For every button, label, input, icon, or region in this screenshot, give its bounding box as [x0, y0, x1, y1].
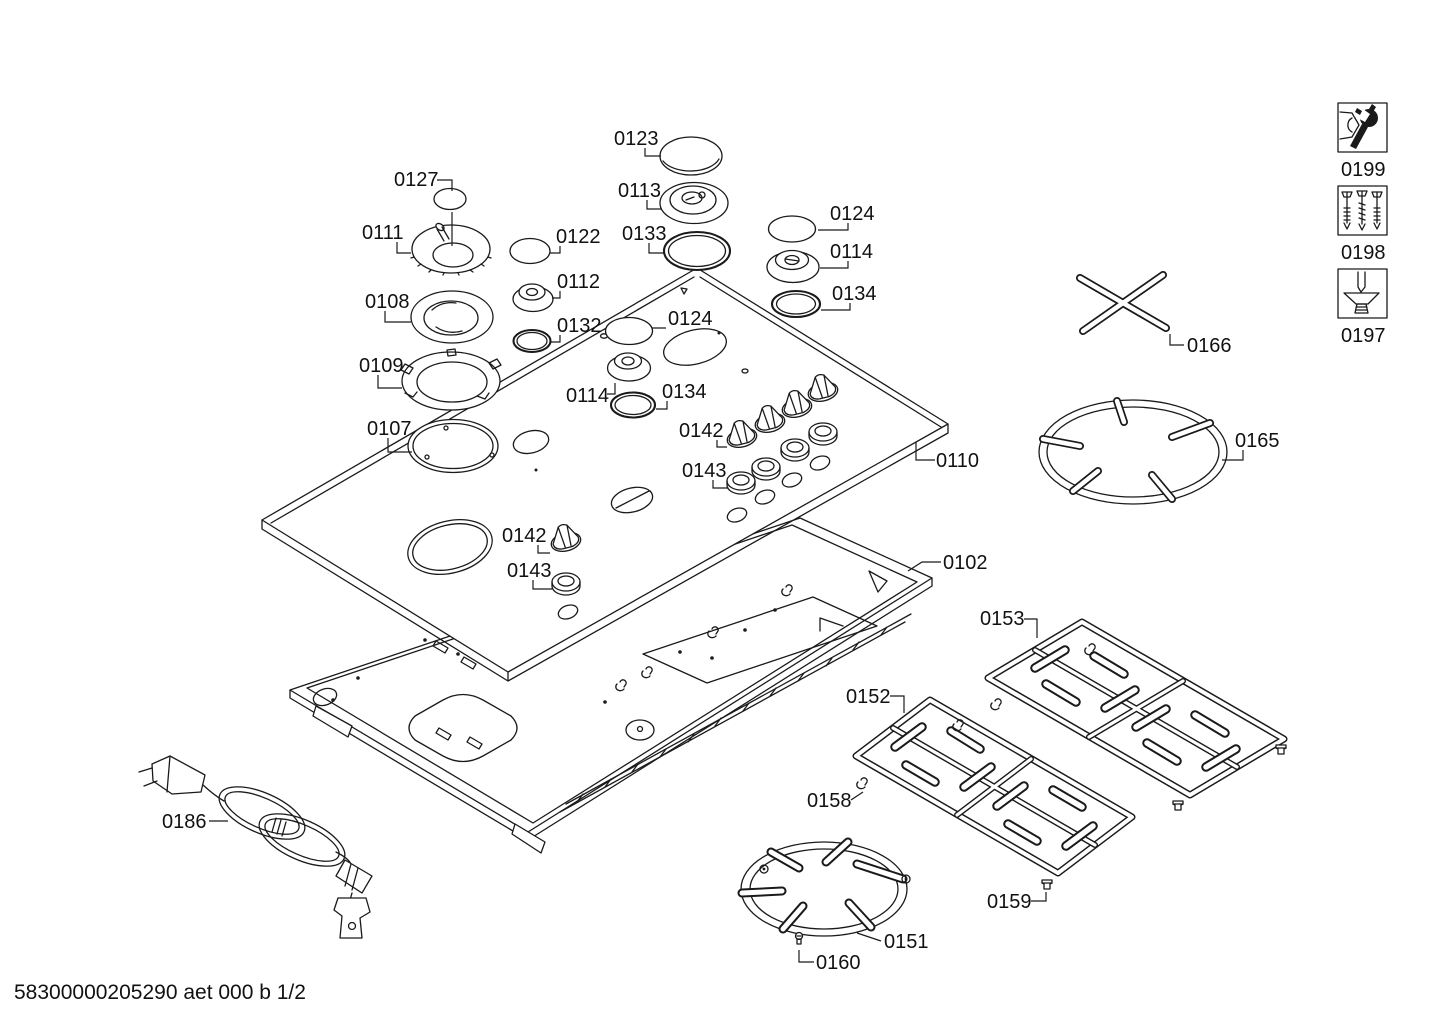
part-label-0159: 0159 [987, 891, 1032, 913]
tray-screw-dots [331, 608, 777, 704]
part-label-0114: 0114 [830, 241, 873, 263]
leader-lines [209, 148, 1244, 963]
part-label-0152: 0152 [846, 686, 891, 708]
part-label-0112: 0112 [557, 271, 600, 293]
cross-support [1076, 271, 1170, 335]
toolbox-item-wrench [1337, 102, 1388, 153]
toolbox-label-0197: 0197 [1341, 325, 1386, 347]
screwdriver-icon [1343, 271, 1380, 314]
part-label-0133: 0133 [622, 223, 667, 245]
nut-icon [1339, 111, 1360, 140]
toolbox-item-screws [1337, 185, 1388, 236]
part-label-0134-2: 0134 [662, 381, 707, 403]
part-labels: 0123 0127 0113 0124 0111 0122 0133 0114 … [162, 128, 1386, 974]
burner-cap-economy-2 [604, 316, 654, 346]
grate-foot [1041, 879, 1053, 890]
tray-leg [312, 705, 353, 738]
cooktop-panel [261, 267, 949, 682]
pan-support-left [852, 696, 1136, 877]
economy-burner [766, 249, 820, 284]
economy-burner-2 [606, 352, 652, 382]
pan-support-right [984, 618, 1288, 799]
part-label-0160: 0160 [816, 952, 861, 974]
burner-parts [400, 136, 822, 474]
part-label-0165: 0165 [1235, 430, 1280, 452]
part-label-0143: 0143 [682, 460, 727, 482]
part-label-0127: 0127 [394, 169, 439, 191]
part-label-0132: 0132 [557, 315, 602, 337]
aux-burner [512, 283, 554, 313]
part-label-0142-2: 0142 [502, 525, 547, 547]
seal-ring [407, 418, 499, 474]
burner-cap-large [659, 136, 723, 176]
tray-inner-tub [642, 596, 878, 684]
part-label-0166: 0166 [1187, 335, 1232, 357]
wok-pan-support [737, 837, 911, 937]
panel-holes [407, 287, 831, 620]
part-label-0134: 0134 [832, 283, 877, 305]
toolbox-label-0198: 0198 [1341, 242, 1386, 264]
part-label-0110: 0110 [936, 450, 979, 472]
burner-cap-small [433, 187, 467, 211]
part-label-0124: 0124 [830, 203, 875, 225]
part-label-0113: 0113 [618, 180, 661, 202]
part-label-0124-2: 0124 [668, 308, 713, 330]
part-label-0186: 0186 [162, 811, 207, 833]
economy-burner-seal-2 [609, 391, 657, 419]
base-tray [289, 517, 933, 854]
toolbox [1337, 102, 1388, 319]
rapid-burner-seal [662, 230, 732, 272]
part-label-0123: 0123 [614, 128, 659, 150]
part-label-0151: 0151 [884, 931, 929, 953]
part-label-0114-2: 0114 [566, 385, 609, 407]
cord-terminal [333, 897, 371, 939]
burner-cap-aux [509, 237, 551, 265]
burner-head [410, 290, 494, 344]
burner-seal [512, 328, 552, 354]
grate-foot [1172, 800, 1184, 811]
burner-ring [410, 222, 492, 276]
tray-leg [511, 823, 546, 854]
burner-cap-economy [767, 215, 817, 243]
tray-hole [312, 687, 338, 707]
part-label-0143-2: 0143 [507, 560, 552, 582]
cord-connector [335, 859, 373, 894]
part-label-0153: 0153 [980, 608, 1025, 630]
rapid-burner [659, 181, 729, 225]
part-label-0102: 0102 [943, 552, 988, 574]
toolbox-label-0199: 0199 [1341, 159, 1386, 181]
part-label-0158: 0158 [807, 790, 852, 812]
tray-burner-box [408, 693, 518, 763]
mounting-ring [400, 348, 502, 411]
power-cord [138, 755, 373, 939]
part-label-0142: 0142 [679, 420, 724, 442]
economy-burner-seal [770, 289, 822, 319]
tray-vent-slats [559, 613, 912, 813]
grate-foot [1275, 744, 1287, 755]
wok-ring [1038, 397, 1228, 505]
wrench-icon [1350, 104, 1378, 149]
part-label-0111: 0111 [362, 222, 404, 244]
tray-dome [625, 719, 655, 741]
screws-icon [1341, 190, 1383, 231]
part-label-0109: 0109 [359, 355, 404, 377]
document-number: 58300000205290 aet 000 b 1/2 [14, 981, 306, 1004]
part-label-0107: 0107 [367, 418, 412, 440]
part-label-0122: 0122 [556, 226, 601, 248]
toolbox-item-screwdriver [1337, 268, 1388, 319]
part-label-0108: 0108 [365, 291, 410, 313]
